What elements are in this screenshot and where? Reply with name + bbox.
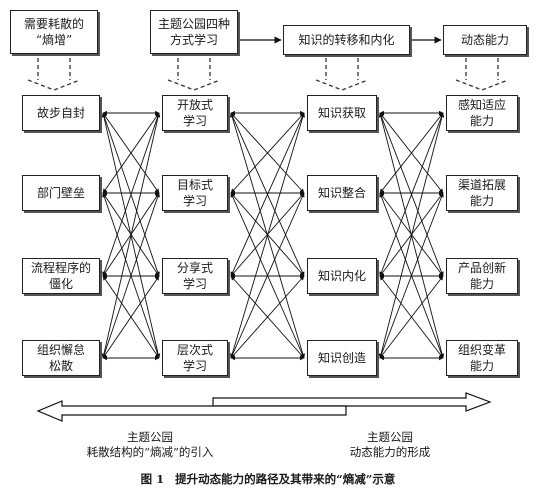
- col4-text-3: 产品创新 能力: [457, 261, 506, 291]
- col1-text-3: 流程程序的 僵化: [30, 261, 91, 291]
- col2-box-4: 层次式 学习: [162, 340, 228, 376]
- col3-text-3: 知识内化: [317, 269, 366, 283]
- col4-text-4: 组织变革 能力: [457, 343, 506, 373]
- col1-box-1: 故步自封: [22, 95, 100, 131]
- entropy-reduction-text: 主题公园 耗散结构的“熵减”的引入: [86, 430, 214, 459]
- connector-line: [379, 275, 444, 359]
- col4-text-2: 渠道拓展 能力: [457, 178, 506, 208]
- col3-text-4: 知识创造: [317, 351, 366, 365]
- four-learning-modes-text: 主题公园四种 方式学习: [157, 17, 230, 47]
- col1-text-4: 组织懈怠 松散: [36, 343, 85, 373]
- col1-box-3: 流程程序的 僵化: [22, 258, 100, 294]
- col3-box-4: 知识创造: [307, 340, 377, 376]
- capability-formation-label: 主题公园 动态能力的形成: [300, 430, 480, 460]
- col4-box-1: 感知适应 能力: [446, 95, 518, 131]
- figure-number: 图 1: [140, 472, 165, 486]
- entropy-reduction-label: 主题公园 耗散结构的“熵减”的引入: [40, 430, 260, 460]
- col3-text-2: 知识整合: [317, 186, 366, 200]
- col4-text-1: 感知适应 能力: [457, 98, 506, 128]
- col3-box-3: 知识内化: [307, 258, 377, 294]
- connector-line: [230, 275, 305, 359]
- figure-title: 提升动态能力的路径及其带来的“熵减”示意: [175, 472, 396, 486]
- col2-text-2: 目标式 学习: [176, 178, 213, 208]
- dynamic-capability-text: 动态能力: [460, 33, 509, 47]
- dashed-arrowhead: [27, 79, 81, 91]
- col1-box-2: 部门壁垒: [22, 175, 100, 211]
- col3-box-2: 知识整合: [307, 175, 377, 211]
- dynamic-capability-box: 动态能力: [443, 25, 527, 55]
- dashed-arrowhead: [167, 79, 221, 91]
- col2-text-4: 层次式 学习: [176, 343, 213, 373]
- left-hollow-arrow: [36, 400, 347, 422]
- col2-box-2: 目标式 学习: [162, 175, 228, 211]
- figure-caption: 图 1 提升动态能力的路径及其带来的“熵减”示意: [0, 471, 536, 487]
- col1-box-4: 组织懈怠 松散: [22, 340, 100, 376]
- col3-text-1: 知识获取: [317, 106, 366, 120]
- knowledge-transfer-box: 知识的转移和内化: [283, 25, 410, 55]
- capability-formation-text: 主题公园 动态能力的形成: [349, 430, 431, 459]
- entropy-increase-text: 需要耗散的 “熵增”: [23, 17, 84, 47]
- col4-box-2: 渠道拓展 能力: [446, 175, 518, 211]
- dashed-arrowhead: [455, 79, 509, 91]
- col4-box-4: 组织变革 能力: [446, 340, 518, 376]
- col2-text-3: 分享式 学习: [176, 261, 213, 291]
- four-learning-modes-box: 主题公园四种 方式学习: [150, 10, 238, 54]
- col2-text-1: 开放式 学习: [176, 98, 213, 128]
- col2-box-3: 分享式 学习: [162, 258, 228, 294]
- col3-box-1: 知识获取: [307, 95, 377, 131]
- knowledge-transfer-text: 知识的转移和内化: [298, 33, 395, 47]
- dashed-arrowhead: [315, 79, 369, 91]
- connector-line: [102, 275, 160, 359]
- col2-box-1: 开放式 学习: [162, 95, 228, 131]
- col1-text-1: 故步自封: [36, 106, 85, 120]
- entropy-increase-box: 需要耗散的 “熵增”: [10, 10, 98, 54]
- col1-text-2: 部门壁垒: [36, 186, 85, 200]
- col4-box-3: 产品创新 能力: [446, 258, 518, 294]
